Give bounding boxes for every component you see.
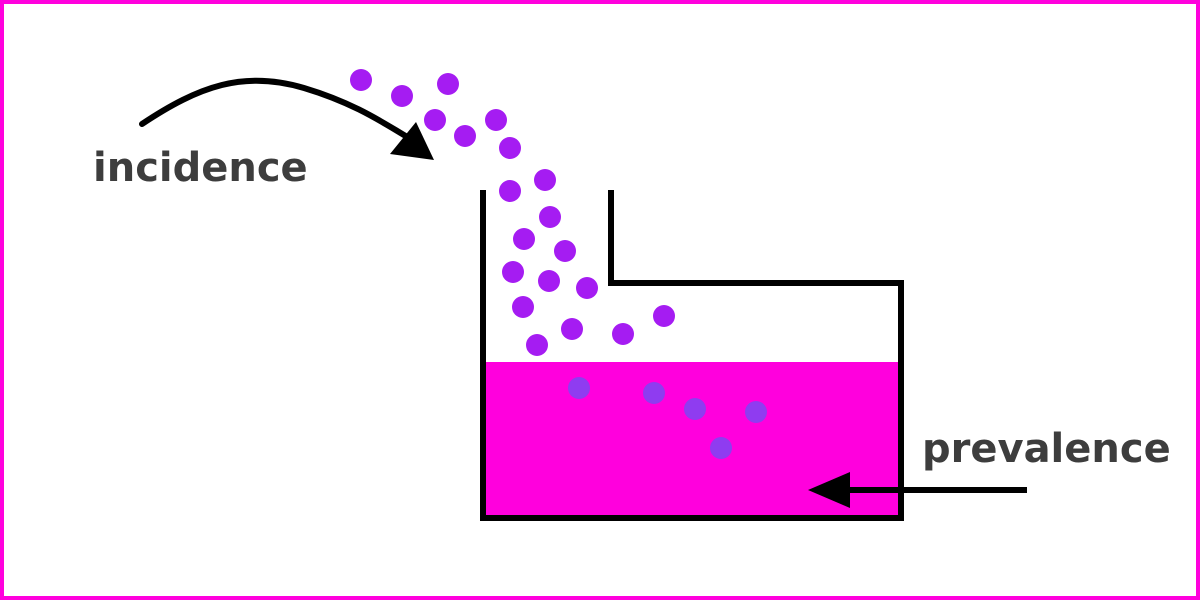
case-dot [684, 398, 706, 420]
case-dot [437, 73, 459, 95]
case-dot [568, 377, 590, 399]
incidence-arrow [139, 77, 412, 141]
case-dot [710, 437, 732, 459]
case-dot [534, 169, 556, 191]
case-dot [643, 382, 665, 404]
case-dot [513, 228, 535, 250]
case-dot [554, 240, 576, 262]
case-dot [502, 261, 524, 283]
pooled-cases [568, 377, 767, 459]
case-dot [561, 318, 583, 340]
container-outline [480, 190, 904, 521]
case-dot [745, 401, 767, 423]
prevalence-label: prevalence [922, 426, 1171, 472]
case-dot [424, 109, 446, 131]
case-dot [653, 305, 675, 327]
case-dot [576, 277, 598, 299]
case-dot [512, 296, 534, 318]
case-dot [454, 125, 476, 147]
incidence-prevalence-diagram: incidence prevalence [93, 69, 1171, 521]
case-dot [350, 69, 372, 91]
prevalence-arrowhead [808, 472, 850, 508]
case-dot [499, 180, 521, 202]
incidence-arrowhead [390, 122, 434, 160]
case-dot [526, 334, 548, 356]
case-dot [391, 85, 413, 107]
case-dot [485, 109, 507, 131]
case-dot [612, 323, 634, 345]
case-dot [538, 270, 560, 292]
falling-cases [350, 69, 675, 356]
case-dot [499, 137, 521, 159]
incidence-label: incidence [93, 145, 308, 191]
case-dot [539, 206, 561, 228]
